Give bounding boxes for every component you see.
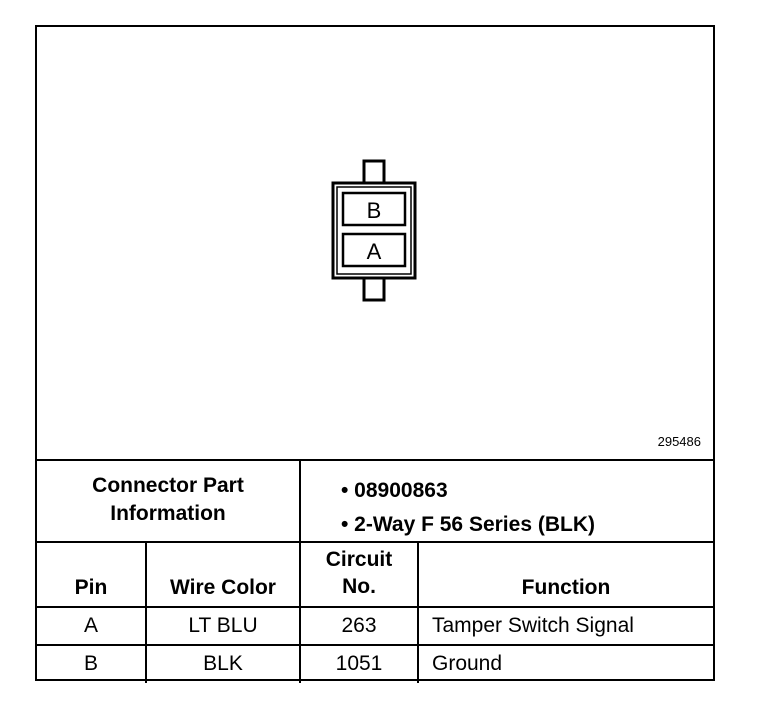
row-b-circuit: 1051 — [335, 652, 383, 675]
connector-part-info-label: Connector Part Information — [92, 474, 244, 525]
divider-header — [37, 606, 713, 608]
connector-diagram-frame: B A 295486 Connector Part Information • … — [35, 25, 715, 683]
divider-row-a — [37, 644, 713, 646]
connector-body-inner — [336, 186, 412, 275]
row-a-circuit: 263 — [341, 614, 377, 637]
header-pin: Pin — [74, 576, 108, 599]
divider-col-4 — [417, 541, 419, 683]
figure-number: 295486 — [657, 434, 701, 449]
bottom-latch-tab — [362, 276, 386, 302]
cavity-a-label: A — [367, 239, 382, 264]
part-number-bullet: • 08900863 — [341, 479, 448, 502]
header-circuit-no: Circuit No. — [325, 548, 393, 598]
divider-col-2 — [145, 541, 147, 683]
top-latch-tab — [362, 159, 386, 185]
connector-face-view: B A — [331, 159, 417, 302]
connector-drawing-area: B A 295486 — [37, 27, 713, 459]
row-b-function: Ground — [432, 652, 503, 675]
divider-col-3 — [299, 459, 301, 683]
row-a-wire-color: LT BLU — [188, 614, 258, 637]
header-function: Function — [521, 576, 611, 599]
cavity-b-label: B — [367, 198, 382, 223]
divider-info — [37, 541, 713, 543]
header-wire-color: Wire Color — [170, 576, 276, 599]
cavity-b — [341, 191, 407, 227]
row-b-pin: B — [83, 652, 98, 675]
row-a-pin: A — [83, 614, 98, 637]
row-a-function: Tamper Switch Signal — [432, 614, 634, 637]
part-series-bullet: • 2-Way F 56 Series (BLK) — [341, 513, 595, 536]
divider-drawing — [37, 459, 713, 461]
cavity-a — [341, 232, 407, 268]
row-b-wire-color: BLK — [203, 652, 243, 675]
